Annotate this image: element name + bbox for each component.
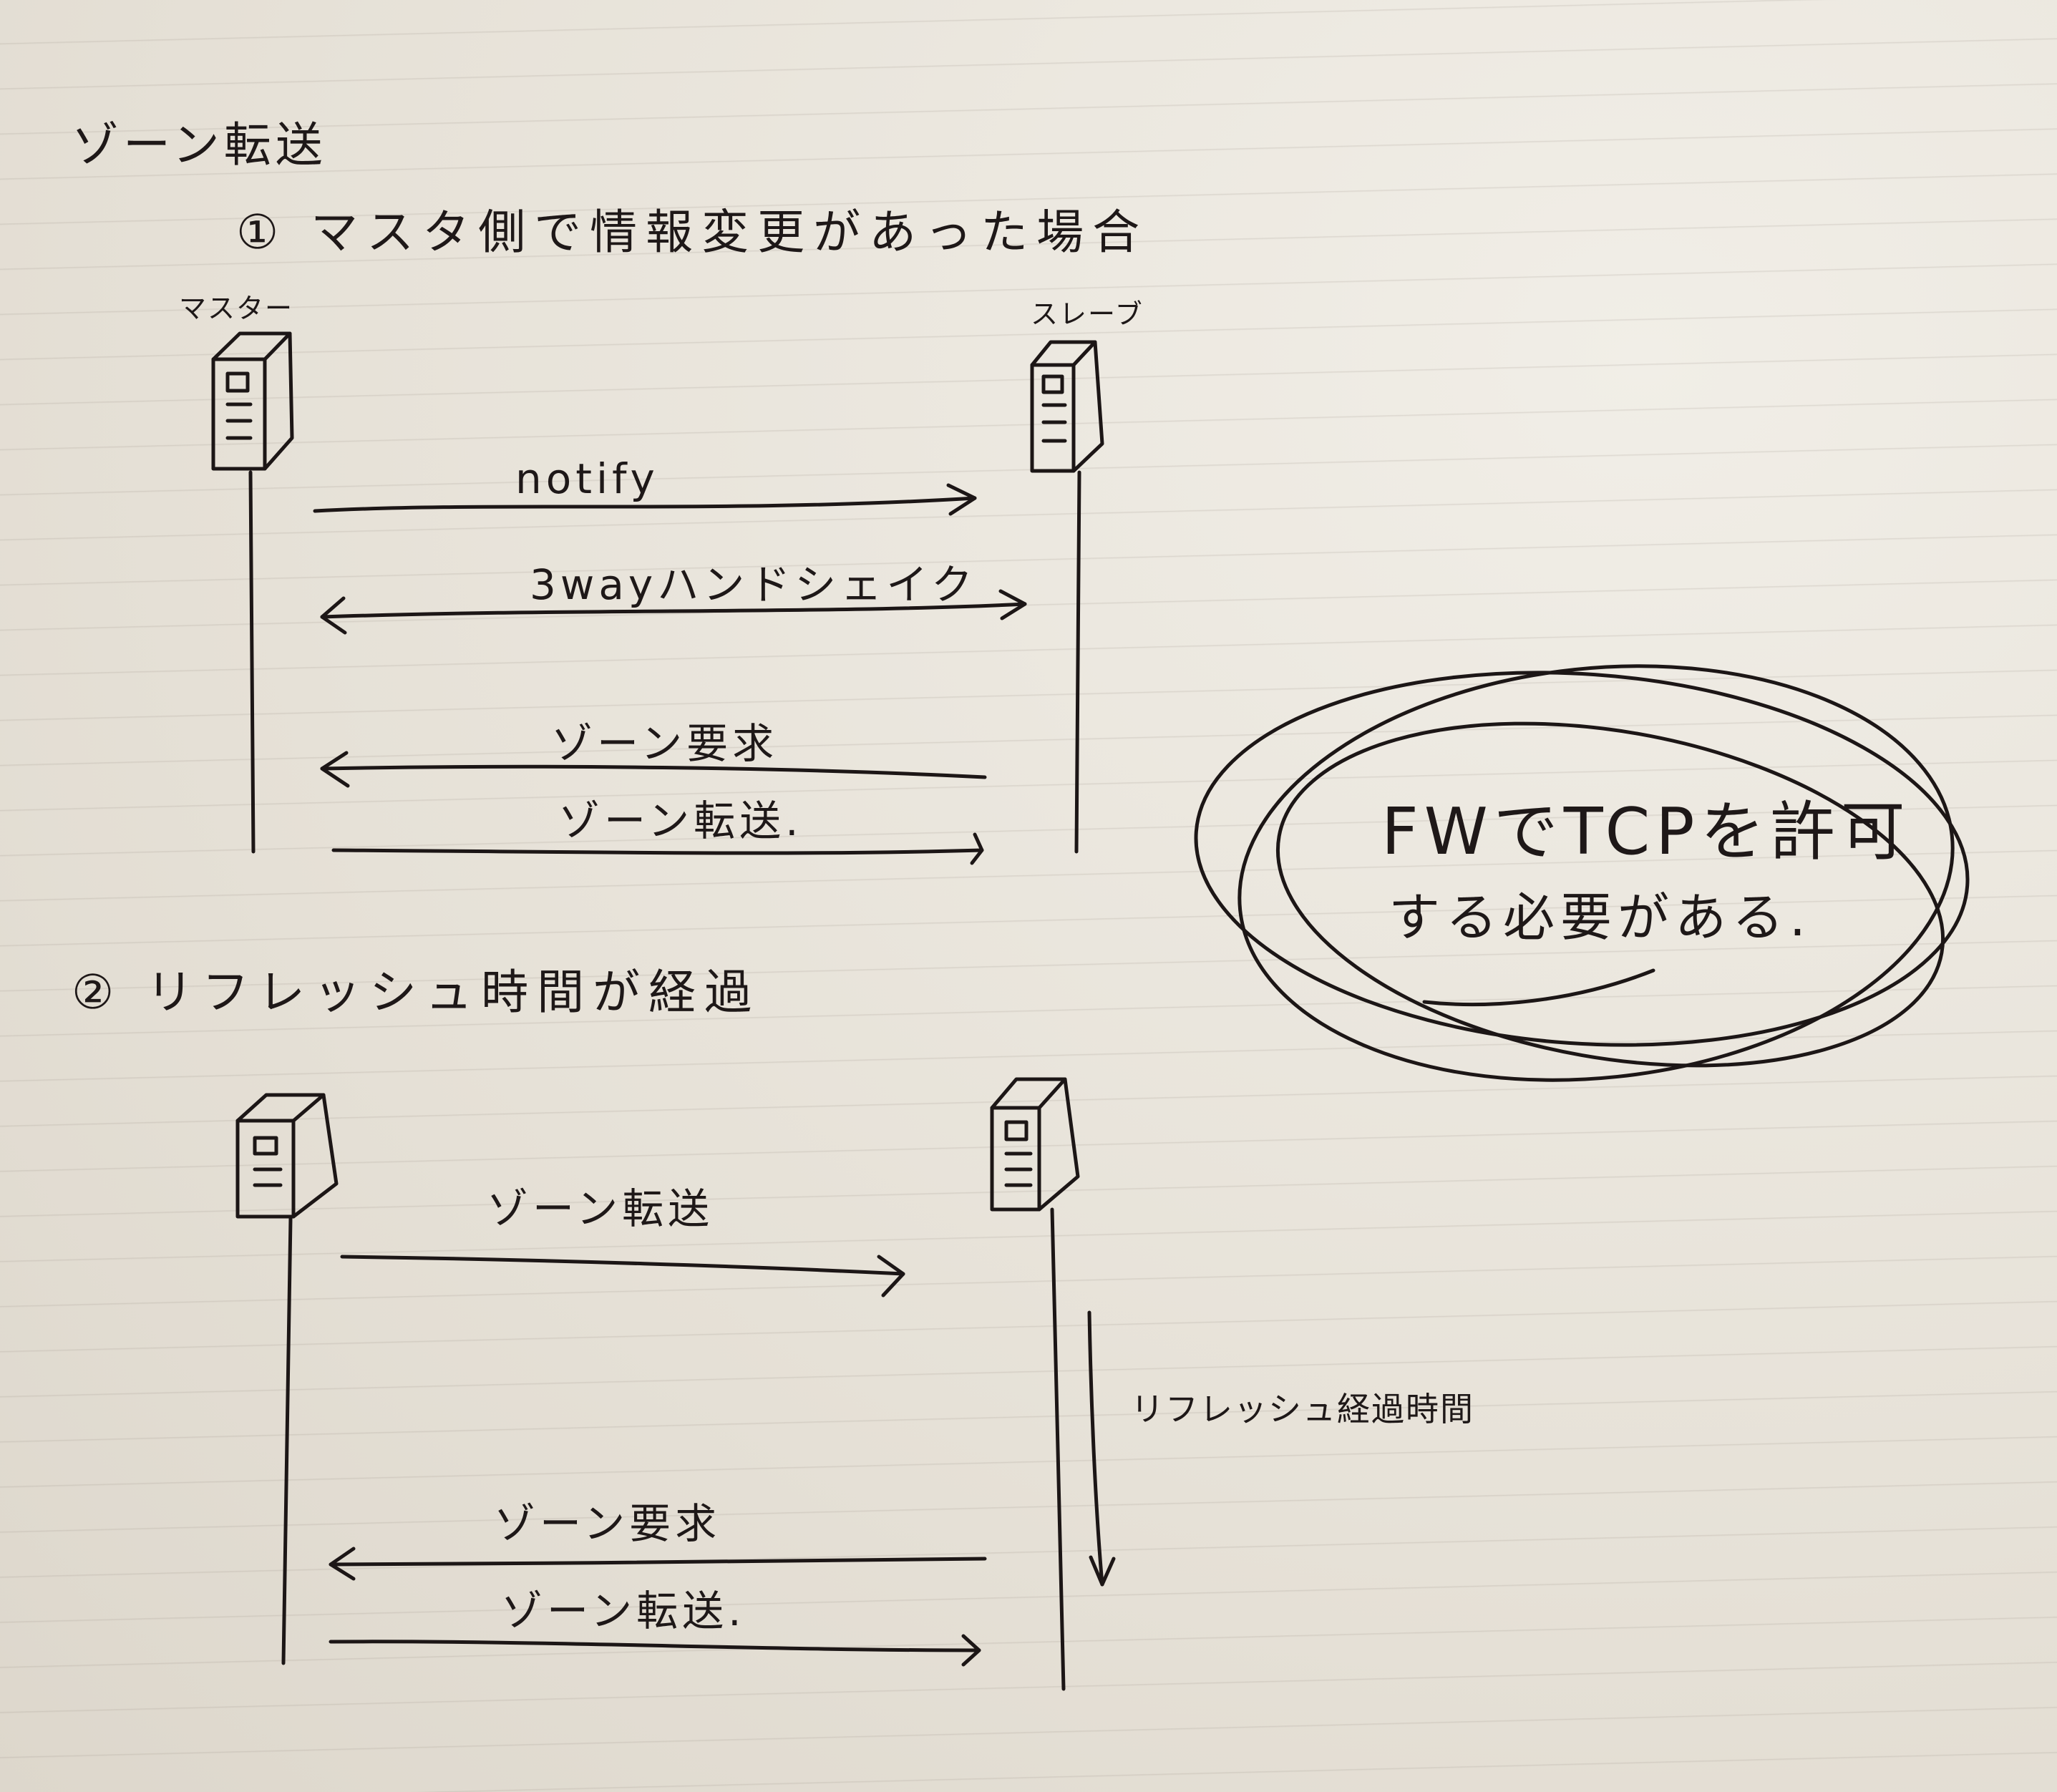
- arrow-3way-handshake: [320, 589, 1027, 635]
- note-circle: [1194, 664, 1970, 1082]
- master-lifeline-2: [281, 1216, 293, 1665]
- message-zone-transfer-2-label: ゾーン転送: [487, 1184, 714, 1233]
- message-3way-label: 3wayハンドシェイク: [530, 560, 978, 609]
- master-server-icon: [211, 331, 294, 471]
- slave-lifeline: [1074, 470, 1081, 854]
- arrow-refresh-interval: [1087, 1310, 1116, 1587]
- page-title: ゾーン転送: [72, 117, 327, 172]
- arrow-zone-transfer-2: [340, 1255, 905, 1297]
- message-zone-transfer-3-label: ゾーン転送.: [501, 1587, 746, 1635]
- note-line-1: FWでTCPを許可: [1381, 794, 1911, 870]
- slave-label: スレーブ: [1031, 298, 1144, 330]
- message-zone-request-label: ゾーン要求: [551, 719, 779, 768]
- note-line-2: する必要がある.: [1389, 887, 1812, 948]
- refresh-interval-label: リフレッシュ経過時間: [1131, 1390, 1474, 1428]
- message-notify-label: notify: [515, 454, 659, 503]
- section2-heading: ② リフレッシュ時間が経過: [72, 965, 761, 1020]
- arrow-zone-request-2: [329, 1547, 987, 1581]
- slave-server-icon-2: [990, 1077, 1080, 1212]
- slave-server-icon: [1030, 340, 1104, 473]
- arrow-zone-request-1: [320, 751, 987, 788]
- master-server-icon-2: [235, 1093, 339, 1219]
- arrow-notify: [313, 483, 977, 516]
- master-lifeline: [248, 470, 256, 854]
- arrow-zone-transfer-1: [331, 832, 984, 865]
- message-zone-request-2-label: ゾーン要求: [494, 1499, 721, 1548]
- message-zone-transfer-label: ゾーン転送.: [558, 797, 803, 845]
- slave-lifeline-2: [1050, 1207, 1066, 1691]
- arrow-zone-transfer-3: [329, 1634, 981, 1667]
- master-label: マスター: [179, 293, 294, 324]
- section1-heading: ① マスタ側で情報変更があった場合: [236, 205, 1149, 260]
